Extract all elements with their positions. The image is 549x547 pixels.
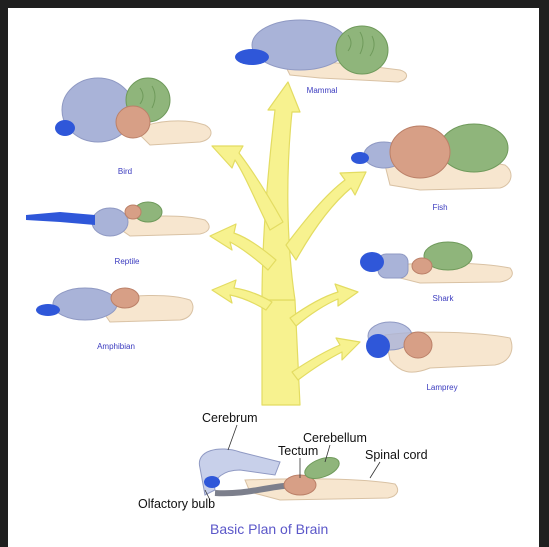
branch-shark: [290, 284, 358, 326]
label-reptile: Reptile: [115, 257, 140, 266]
branch-lamprey: [292, 338, 360, 380]
label-lamprey: Lamprey: [426, 383, 457, 392]
lamprey-brain: [366, 322, 512, 372]
bird-brain: [55, 78, 211, 145]
label-mammal: Mammal: [307, 86, 338, 95]
label-cerebrum: Cerebrum: [202, 411, 258, 425]
basic-plan-brain: [199, 425, 397, 500]
label-cerebellum: Cerebellum: [303, 431, 367, 445]
fish-brain: [351, 124, 511, 190]
label-amphibian: Amphibian: [97, 342, 135, 351]
basic-plan-title: Basic Plan of Brain: [210, 521, 328, 537]
label-tectum: Tectum: [278, 444, 318, 458]
reptile-brain: [26, 202, 209, 236]
branch-fish: [286, 172, 366, 260]
label-bird: Bird: [118, 167, 132, 176]
shark-brain: [360, 242, 512, 283]
label-spinal-cord: Spinal cord: [365, 448, 428, 462]
evolution-tree: [210, 82, 366, 405]
label-shark: Shark: [433, 294, 454, 303]
label-fish: Fish: [432, 203, 447, 212]
mammal-brain: [235, 20, 407, 82]
label-olfactory-bulb: Olfactory bulb: [138, 497, 215, 511]
amphibian-brain: [36, 288, 193, 322]
